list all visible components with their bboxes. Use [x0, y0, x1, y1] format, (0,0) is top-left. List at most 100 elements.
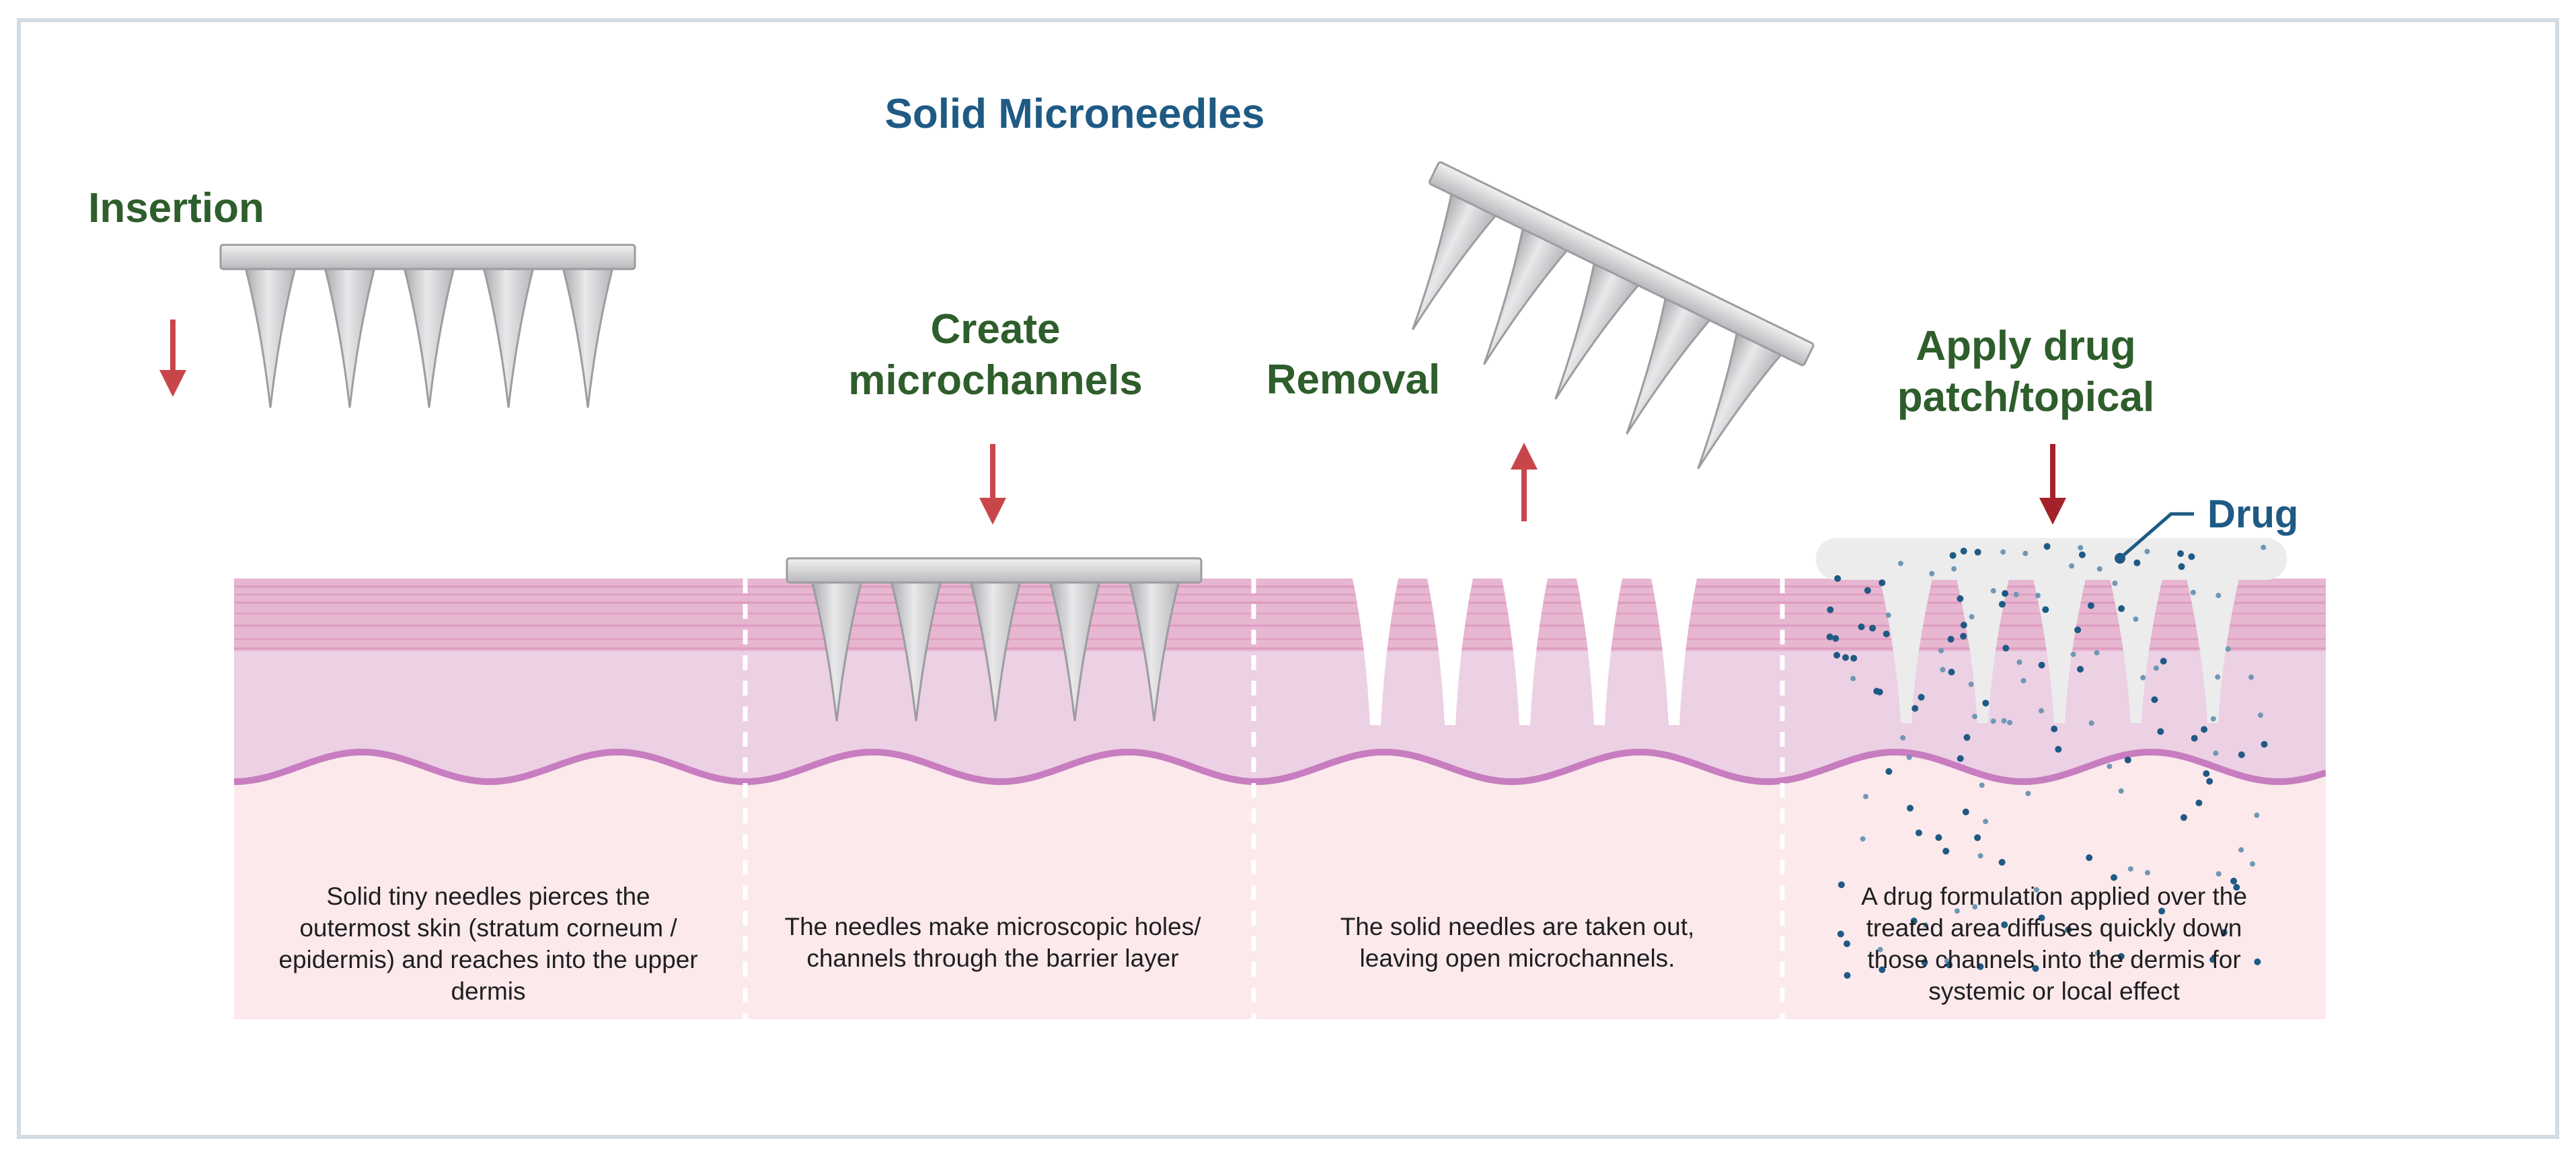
drug-particle	[2107, 763, 2113, 770]
drug-particle	[1982, 700, 1990, 707]
step-label: Insertion	[88, 185, 264, 231]
drug-particle	[1885, 612, 1891, 618]
drug-particle	[2065, 926, 2072, 933]
drug-particle	[1873, 687, 1881, 695]
microchannel	[1577, 579, 1622, 725]
step-label: Apply drug	[1916, 323, 2135, 369]
step-captions: Solid tiny needles pierces theoutermost …	[278, 883, 2247, 1005]
drug-particle	[1979, 782, 1985, 788]
drug-particle	[2002, 590, 2009, 597]
drug-particle	[2118, 605, 2125, 612]
drug-particle	[1837, 930, 1844, 938]
drug-particle	[2254, 812, 2260, 818]
needle-base-plate	[786, 557, 1203, 584]
drug-particle	[2261, 544, 2267, 550]
drug-particle	[1918, 694, 1925, 701]
drug-particle	[2158, 907, 2166, 915]
microchannel	[1651, 579, 1697, 725]
drug-particle	[2203, 770, 2210, 777]
diagram-title: Solid Microneedles	[884, 91, 1264, 137]
microneedle	[1048, 577, 1102, 722]
drug-particle	[2177, 550, 2184, 557]
drug-particle	[2215, 593, 2222, 599]
drug-particle	[2140, 675, 2146, 681]
step-label: microchannels	[848, 357, 1143, 404]
step-caption-line: outermost skin (stratum corneum /	[299, 914, 677, 942]
drug-particle	[2127, 866, 2133, 872]
drug-particle	[2002, 644, 2010, 652]
microneedle	[889, 577, 943, 722]
drug-particle	[2238, 751, 2245, 758]
drug-particle	[1977, 853, 1983, 859]
drug-particle	[2035, 593, 2041, 599]
drug-particle	[2215, 871, 2222, 877]
drug-particle	[2124, 756, 2131, 763]
drug-particle	[1951, 566, 1957, 572]
drug-particle	[1960, 548, 1967, 555]
drug-filled-channel	[1879, 576, 1933, 723]
drug-particle	[2001, 921, 2008, 928]
step-caption-line: The solid needles are taken out,	[1340, 913, 1695, 940]
drug-particle	[2000, 549, 2006, 555]
drug-particle	[2250, 861, 2255, 867]
step-label: patch/topical	[1897, 374, 2154, 420]
drug-particle	[2038, 661, 2045, 669]
drug-particle	[1963, 734, 1971, 741]
drug-particle	[2195, 799, 2203, 807]
drug-particle	[2178, 563, 2185, 570]
drug-particle	[2051, 725, 2058, 733]
drug-patch	[1816, 538, 2287, 580]
drug-particle	[2180, 814, 2187, 821]
step-caption-line: those channels into the dermis for	[1867, 946, 2240, 973]
drug-particle	[2133, 616, 2139, 622]
microchannel	[1427, 579, 1473, 725]
drug-particle	[2238, 847, 2244, 853]
drug-particle	[1974, 834, 1981, 842]
drug-particle	[1907, 805, 1914, 812]
drug-particle	[2022, 550, 2029, 556]
drug-particle	[2160, 657, 2167, 665]
drug-particle	[1858, 623, 1865, 630]
drug-particle	[1850, 655, 1858, 662]
drug-particle	[1983, 819, 1989, 825]
drug-particle	[1957, 595, 1964, 602]
microneedle-array	[786, 557, 1203, 722]
drug-particle	[1990, 718, 1996, 724]
microchannel	[1502, 579, 1548, 725]
needle-base-plate	[219, 244, 636, 270]
drug-particle	[1883, 630, 1890, 638]
drug-particle	[2201, 726, 2208, 733]
drug-particle	[1929, 570, 1935, 576]
drug-particle	[1921, 959, 1928, 966]
drug-particle	[1844, 972, 1851, 979]
drug-particle	[1957, 755, 1964, 762]
drug-particle	[2087, 602, 2094, 609]
drug-particle	[1968, 681, 1974, 687]
drug-particle	[2118, 788, 2124, 794]
microneedle-array	[1412, 161, 1815, 470]
drug-particle	[1911, 705, 1919, 712]
microneedle	[561, 264, 615, 408]
step-caption-line: channels through the barrier layer	[806, 944, 1178, 972]
step-caption-line: dermis	[451, 977, 525, 1005]
drug-label: Drug	[2207, 492, 2298, 536]
drug-particle	[1842, 654, 1849, 661]
drug-particle	[1938, 648, 1944, 654]
drug-particle	[1869, 624, 1877, 632]
microneedle	[323, 264, 377, 408]
drug-particle	[2215, 674, 2221, 680]
drug-particle	[2133, 559, 2141, 566]
drug-particle	[2191, 735, 2198, 742]
drug-particle	[1998, 858, 2006, 866]
drug-particle	[2070, 651, 2076, 657]
drug-patch-group: Drug	[1816, 492, 2298, 979]
microchannel	[1353, 579, 1398, 725]
microneedle	[243, 264, 297, 408]
drug-particle	[2209, 956, 2216, 963]
hypodermis-layer	[234, 747, 2326, 1019]
drug-particle	[1969, 613, 1975, 620]
step-arrows	[159, 320, 2066, 525]
drug-particle	[1990, 588, 1996, 594]
drug-particle	[1879, 579, 1886, 587]
